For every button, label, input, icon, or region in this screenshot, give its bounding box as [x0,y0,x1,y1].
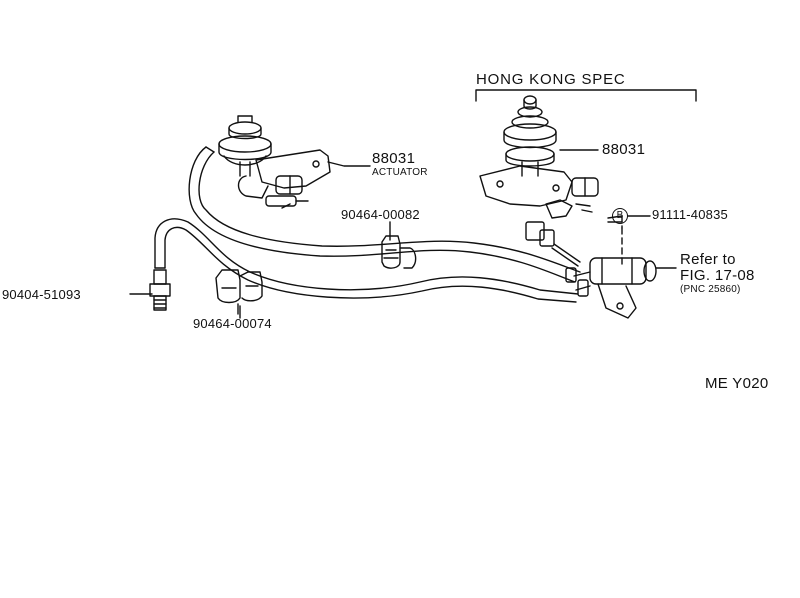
clamp-upper-part [381,235,417,269]
actuator-hk-part [479,95,599,219]
clamp-lower-part [215,269,263,315]
nipple-part [149,269,171,311]
reference-line-2: FIG. 17-08 [680,267,755,284]
vsv-assembly-part [525,215,677,319]
reference-line-3: (PNC 25860) [680,284,741,295]
actuator-left-part-number: 88031 [372,150,416,167]
leader-lines [129,149,651,319]
short-vacuum-hose [154,218,579,303]
actuator-left-part [218,115,331,209]
reference-line-1: Refer to [680,251,736,268]
bolt-marker-badge: B [612,208,628,224]
actuator-caption: ACTUATOR [372,167,428,178]
long-vacuum-hose [188,146,581,283]
actuator-hk-part-number: 88031 [602,141,646,158]
hong-kong-spec-header: HONG KONG SPEC [476,71,626,88]
hong-kong-bracket [475,89,697,102]
bolt-part-number: 91111-40835 [652,207,728,222]
clamp-upper-part-number: 90464-00082 [341,207,420,222]
clamp-lower-part-number: 90464-00074 [193,316,272,331]
nipple-part-number: 90404-51093 [2,287,81,302]
diagram-code: ME Y020 [705,375,769,392]
